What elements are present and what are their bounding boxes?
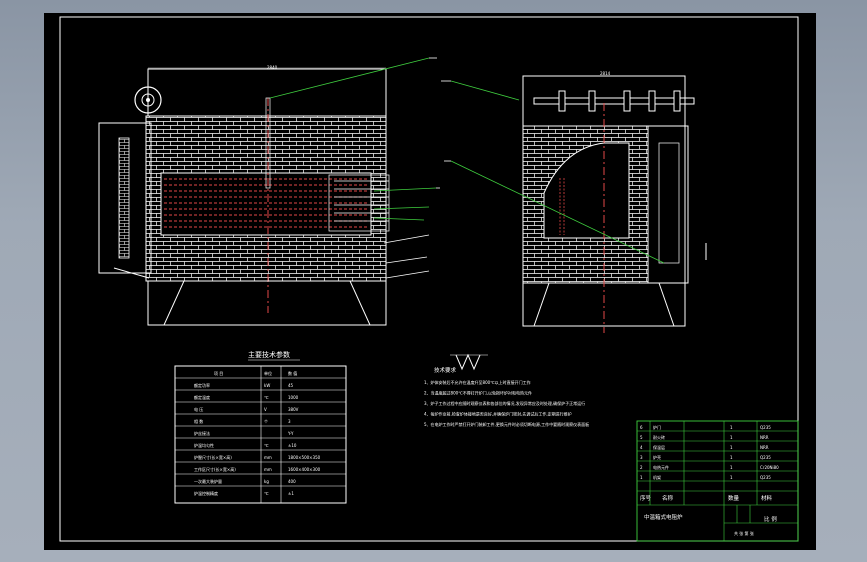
part-cell: 电热元件 (653, 464, 669, 470)
part-cell: Cr20Ni80 (760, 465, 779, 470)
drawing-sheet: 2840 (44, 13, 816, 550)
params-cell: 3 (288, 419, 291, 424)
dimension-front: 2840 (267, 65, 278, 70)
part-cell: 1 (730, 435, 733, 440)
part-cell: 6 (640, 425, 643, 430)
tech-notes: 技术要求 1、炉体安装后不允许在温度升至800℃以上时直接开门工作 2、当温度超过… (424, 366, 589, 427)
part-cell: 1 (730, 465, 733, 470)
dimension-side: 2814 (600, 71, 611, 76)
title-block-header: 数量 (728, 494, 740, 502)
params-cell: 400 (288, 479, 296, 484)
drawing-name: 中温箱式电阻炉 (644, 513, 683, 521)
note-line: 1、炉体安装后不允许在温度升至800℃以上时直接开门工作 (424, 379, 531, 385)
params-cell: 380V (288, 407, 299, 412)
params-cell: 1000 (288, 395, 299, 400)
note-line: 2、当温度超过800℃不得打开炉门,以免损坏炉衬和电热元件 (424, 390, 532, 396)
part-cell: 1 (730, 445, 733, 450)
part-cell: 炉壳 (653, 454, 661, 460)
front-view: 2840 (98, 57, 440, 326)
part-cell: 4 (640, 445, 643, 450)
part-cell: 5 (640, 435, 643, 440)
part-cell: 机架 (653, 474, 661, 480)
params-title: 主要技术参数 (248, 350, 290, 359)
part-cell: 耐火砖 (653, 434, 665, 440)
title-block-header: 材料 (761, 494, 773, 502)
params-cell: V (264, 407, 267, 412)
part-cell: 2 (640, 465, 643, 470)
side-view: 2814 (441, 71, 707, 333)
params-cell: ℃ (264, 491, 269, 496)
params-cell: 45 (288, 383, 294, 388)
part-cell: Q235 (760, 475, 771, 480)
params-cell: 相 数 (194, 418, 203, 424)
part-cell: Q235 (760, 425, 771, 430)
part-cell: NRR (760, 445, 769, 450)
part-cell: 1 (730, 425, 733, 430)
drawing-canvas: 2840 (59, 16, 799, 542)
params-cell: 电 压 (194, 406, 203, 412)
part-cell: 1 (730, 475, 733, 480)
title-block-header: 名称 (662, 494, 674, 502)
params-cell: 1800×500×350 (288, 455, 321, 460)
drawing-frame (59, 16, 799, 542)
params-cell: mm (264, 455, 272, 460)
part-cell: NRR (760, 435, 769, 440)
params-cell: ±1 (288, 491, 294, 496)
params-cell: ℃ (264, 395, 269, 400)
params-header-cell: 单位 (264, 370, 272, 376)
part-cell: 1 (640, 475, 643, 480)
params-cell: mm (264, 467, 272, 472)
note-line: 4、每炉作业前,检查炉体接地是否良好,并确保炉门密封,先调试后工作,定期进行维护 (424, 411, 572, 417)
params-cell: ℃ (264, 443, 269, 448)
params-cell: 一次最大装炉量 (194, 478, 222, 484)
params-header-cell: 项 目 (214, 370, 223, 376)
params-cell: 炉丝接法 (194, 430, 210, 436)
params-cell: 炉温控制精度 (194, 490, 218, 496)
note-line: 3、炉子工作过程中应随时观察仪表和各部位的情况,发现异常应及时处理,确保炉子正常… (424, 400, 585, 406)
params-cell: kg (264, 479, 269, 484)
title-block-header: 序号 (640, 494, 652, 502)
params-cell: 额定功率 (194, 382, 210, 388)
part-cell: 1 (730, 455, 733, 460)
sheet-label: 共 张 第 张 (734, 530, 754, 536)
params-cell: kW (264, 383, 270, 388)
params-cell: 1600×400×300 (288, 467, 321, 472)
params-cell: 炉膛尺寸(长×宽×高) (194, 454, 232, 460)
params-cell: 额定温度 (194, 394, 210, 400)
params-cell: 个 (264, 419, 268, 424)
scale-label: 比 例 (764, 515, 777, 523)
part-cell: 保温层 (653, 444, 665, 450)
part-cell: 炉门 (653, 424, 661, 430)
note-line: 5、在电炉工作时严禁打开炉门装卸工件,更换元件时必须切断电源,工作中要随时观察仪… (424, 421, 589, 427)
params-cell: ±10 (288, 443, 297, 448)
params-cell: Y-Y (287, 431, 294, 436)
params-cell: 工作区尺寸(长×宽×高) (194, 466, 236, 472)
params-cell: 炉温均匀性 (194, 442, 214, 448)
notes-title: 技术要求 (434, 366, 457, 374)
wheel-icon (134, 86, 162, 114)
part-cell: 3 (640, 455, 643, 460)
roughness-icon (450, 353, 488, 371)
part-cell: Q235 (760, 455, 771, 460)
params-header-cell: 数 值 (288, 370, 297, 376)
